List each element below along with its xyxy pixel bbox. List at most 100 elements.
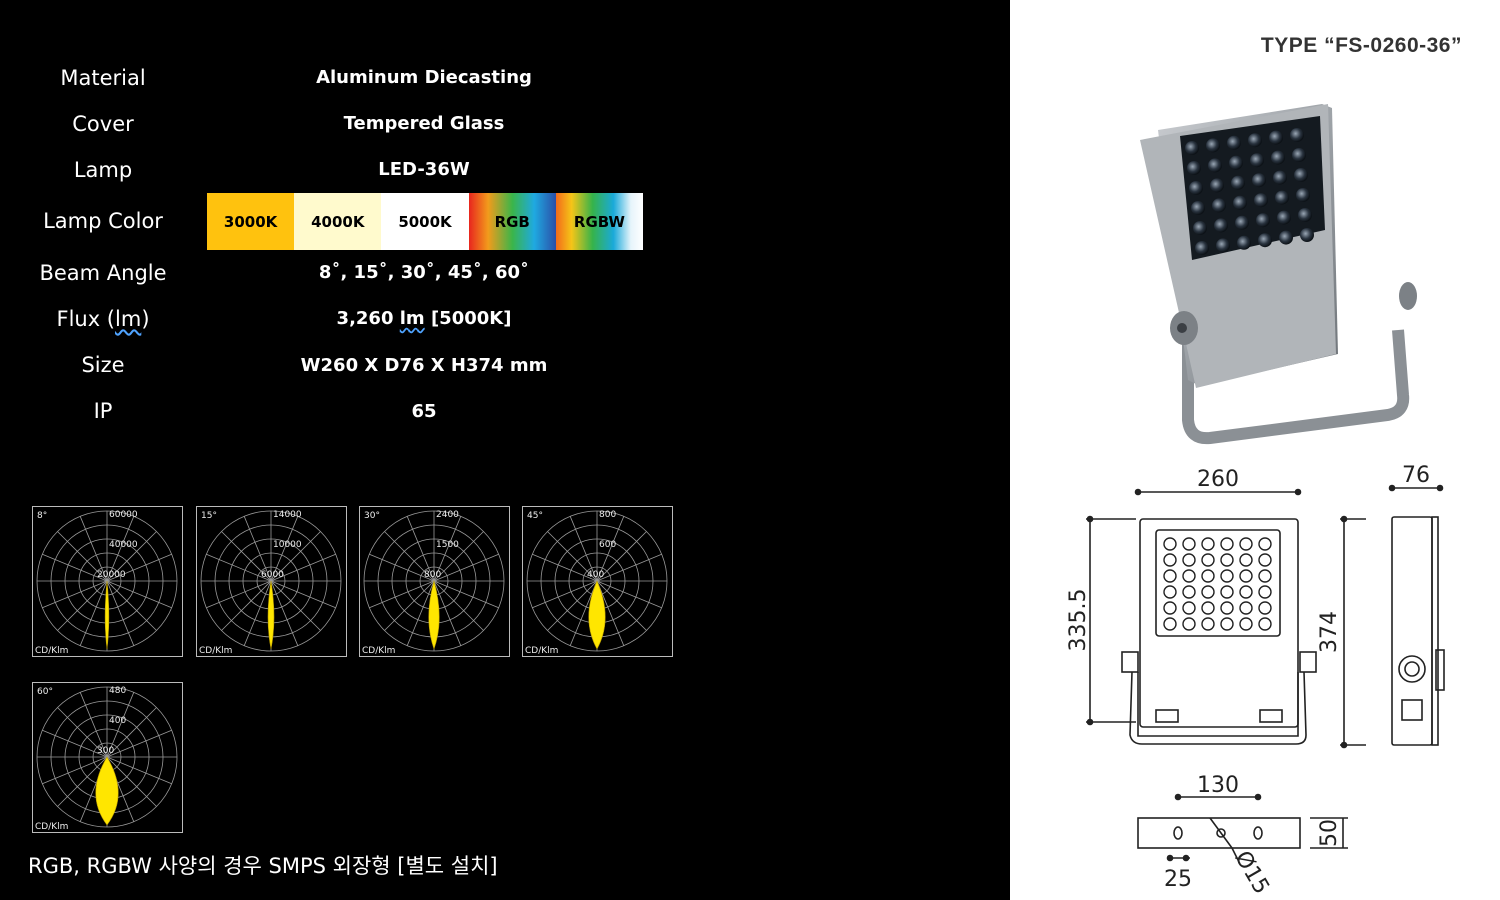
- led-outline: [1182, 601, 1196, 615]
- polar-angle-label: 30°: [364, 511, 380, 521]
- led-outline: [1220, 617, 1234, 631]
- polar-unit-label: CD/Klm: [362, 646, 395, 656]
- lamp-value: LED-36W: [378, 159, 470, 180]
- dim-bracket-height: 50: [1317, 819, 1342, 847]
- led-lens: [1256, 213, 1270, 228]
- led-outline: [1239, 585, 1253, 599]
- led-lens: [1258, 233, 1272, 248]
- led-outline: [1220, 569, 1234, 583]
- cover-value: Tempered Glass: [343, 113, 505, 134]
- led-outline: [1182, 585, 1196, 599]
- beam-angle-label: Beam Angle: [39, 261, 167, 285]
- swatch-3000k: 3000K: [207, 193, 295, 250]
- beam-lobe: [428, 579, 440, 650]
- led-outline: [1163, 569, 1177, 583]
- flux-value: 3,260 lm [5000K]: [336, 308, 512, 329]
- polar-angle-label: 8°: [37, 511, 47, 521]
- dim-side-depth: 76: [1402, 463, 1430, 488]
- polar-unit-label: CD/Klm: [199, 646, 232, 656]
- beam-lobe: [95, 756, 119, 826]
- led-outline: [1163, 601, 1177, 615]
- polar-ring-label: 10000: [273, 540, 302, 550]
- led-outline: [1258, 585, 1272, 599]
- polar-ring-label: 1500: [436, 540, 459, 550]
- led-lens: [1212, 198, 1226, 213]
- led-lens: [1248, 133, 1262, 148]
- led-outline: [1201, 601, 1215, 615]
- flux-label: Flux (lm): [56, 307, 150, 331]
- led-outline: [1201, 617, 1215, 631]
- knob-right: [1399, 282, 1417, 310]
- beam-lobe: [104, 580, 110, 650]
- led-outline: [1258, 601, 1272, 615]
- led-lens: [1214, 218, 1228, 233]
- type-title: TYPE “FS-0260-36”: [1260, 34, 1462, 57]
- swatch-5000k: 5000K: [381, 193, 469, 250]
- ip-value: 65: [411, 401, 437, 422]
- dim-hole-offset: 25: [1164, 867, 1192, 892]
- led-lens: [1254, 193, 1268, 208]
- led-lens: [1252, 173, 1266, 188]
- led-outline: [1201, 537, 1215, 551]
- polar-angle-label: 15°: [201, 511, 217, 521]
- lamp-label: Lamp: [73, 158, 133, 182]
- size-value: W260 X D76 X H374 mm: [300, 355, 548, 376]
- led-outline: [1201, 553, 1215, 567]
- led-outline: [1239, 537, 1253, 551]
- led-outline: [1220, 585, 1234, 599]
- lamp-color-label: Lamp Color: [43, 209, 163, 233]
- led-outline: [1163, 537, 1177, 551]
- product-photo: [1140, 104, 1417, 445]
- led-lens: [1208, 158, 1222, 173]
- polar-ring-label: 6000: [261, 570, 284, 580]
- polar-ring-label: 14000: [273, 510, 302, 520]
- led-lens: [1206, 138, 1220, 153]
- product-panel: TYPE “FS-0260-36”: [1010, 0, 1500, 900]
- led-outline: [1239, 601, 1253, 615]
- led-lens: [1275, 190, 1289, 205]
- polar-ring-label: 800: [424, 570, 441, 580]
- led-lens: [1269, 130, 1283, 145]
- polar-ring-label: 40000: [109, 540, 138, 550]
- led-lens: [1191, 201, 1205, 215]
- led-lens: [1271, 150, 1285, 165]
- polar-ring-label: 400: [587, 570, 604, 580]
- led-lens: [1233, 195, 1247, 210]
- size-label: Size: [81, 353, 125, 377]
- led-outline: [1220, 553, 1234, 567]
- led-outline: [1182, 617, 1196, 631]
- led-outline: [1182, 569, 1196, 583]
- polar-ring-label: 800: [599, 510, 616, 520]
- polar-unit-label: CD/Klm: [35, 822, 68, 832]
- led-outline: [1239, 553, 1253, 567]
- led-lens: [1300, 228, 1314, 242]
- polar-angle-label: 60°: [37, 687, 53, 697]
- led-outline: [1163, 617, 1177, 631]
- led-lens: [1216, 238, 1230, 253]
- beam-lobe: [267, 580, 275, 650]
- polar-ring-label: 400: [109, 716, 126, 726]
- led-outline: [1163, 553, 1177, 567]
- led-outline: [1258, 553, 1272, 567]
- beam-angle-value: 8˚, 15˚, 30˚, 45˚, 60˚: [318, 262, 530, 283]
- led-lens: [1193, 221, 1207, 235]
- cover-label: Cover: [72, 112, 134, 136]
- led-outline: [1220, 601, 1234, 615]
- led-outline: [1163, 585, 1177, 599]
- led-lens: [1273, 170, 1287, 185]
- dim-front-width: 260: [1197, 467, 1239, 492]
- material-value: Aluminum Diecasting: [316, 67, 532, 88]
- polar-unit-label: CD/Klm: [35, 646, 68, 656]
- swatch-4000k: 4000K: [294, 193, 382, 250]
- led-outline: [1258, 537, 1272, 551]
- swatch-rgb: RGB: [468, 193, 556, 250]
- lamp-color-swatches: 3000K 4000K 5000K RGB RGBW: [207, 193, 644, 250]
- led-lens: [1231, 175, 1245, 190]
- led-lens: [1294, 168, 1308, 182]
- spec-panel: Material Aluminum Diecasting Cover Tempe…: [28, 66, 673, 878]
- polar-ring-label: 60000: [109, 510, 138, 520]
